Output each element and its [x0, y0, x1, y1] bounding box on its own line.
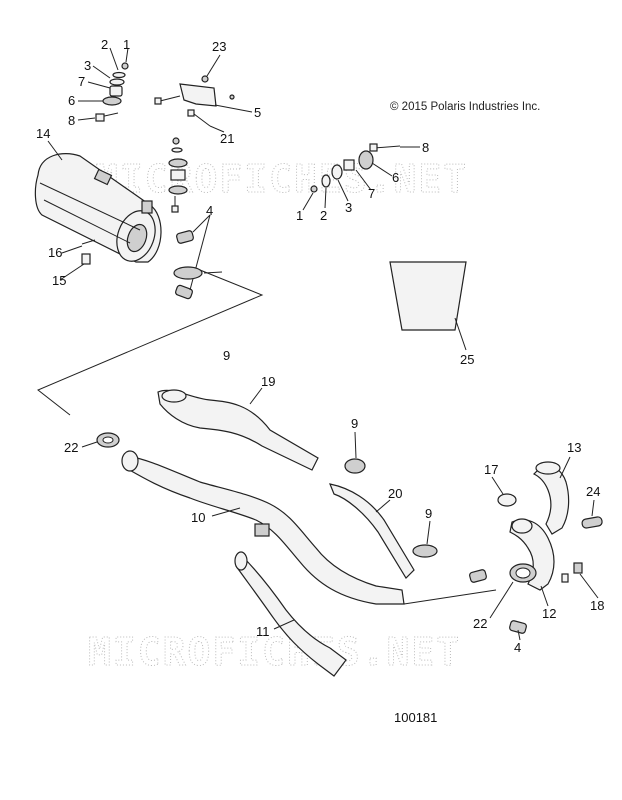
mount-hardware-right — [310, 143, 401, 193]
callout-15: 15 — [52, 273, 66, 288]
clip-16-bolt-15 — [81, 239, 96, 265]
plug-24 — [581, 516, 603, 529]
callout-7-right: 7 — [368, 186, 375, 201]
pipe-11 — [235, 555, 347, 677]
heat-shield-20 — [329, 483, 415, 579]
callout-7-top: 7 — [78, 74, 85, 89]
callout-11: 11 — [256, 624, 270, 639]
isolator-stack-left — [168, 137, 188, 213]
spring-4-top — [175, 230, 194, 300]
heat-shield-19 — [157, 389, 319, 471]
pipe-10-bracket — [254, 523, 270, 537]
callout-22-right: 22 — [473, 616, 487, 631]
gasket-17 — [497, 493, 517, 507]
clamp-9-mid — [344, 458, 366, 474]
bracket-assembly — [154, 75, 235, 127]
callout-9-top: 9 — [223, 348, 230, 363]
sensor-18 — [561, 562, 583, 583]
callout-9-mid: 9 — [351, 416, 358, 431]
callout-10: 10 — [191, 510, 205, 525]
callout-25: 25 — [460, 352, 474, 367]
callout-6-top: 6 — [68, 93, 75, 108]
callout-22-left: 22 — [64, 440, 78, 455]
section-boundary-line — [37, 269, 264, 416]
callout-3-top: 3 — [84, 58, 91, 73]
watermark-top: MICROFICHES.NET — [95, 157, 468, 201]
callout-1-right: 1 — [296, 208, 303, 223]
callout-23: 23 — [212, 39, 226, 54]
figure-id: 100181 — [394, 710, 437, 725]
callout-3-right: 3 — [345, 200, 352, 215]
callout-17: 17 — [484, 462, 498, 477]
callout-4-top: 4 — [206, 203, 213, 218]
callout-labels: 2 1 3 7 6 8 23 5 21 14 4 16 15 8 6 7 3 2… — [36, 37, 604, 655]
copyright-text: © 2015 Polaris Industries Inc. — [390, 101, 540, 113]
callout-2-top: 2 — [101, 37, 108, 52]
callout-9-right: 9 — [425, 506, 432, 521]
callout-2-right: 2 — [320, 208, 327, 223]
callout-20: 20 — [388, 486, 402, 501]
label-25-shape — [389, 261, 467, 331]
spring-4-lower-a — [469, 569, 487, 583]
callout-8-top: 8 — [68, 113, 75, 128]
watermark-bottom: MICROFICHES.NET — [88, 630, 461, 674]
callout-24: 24 — [586, 484, 600, 499]
callout-4-lower: 4 — [514, 640, 521, 655]
callout-16: 16 — [48, 245, 62, 260]
callout-8-right: 8 — [422, 140, 429, 155]
callout-14: 14 — [36, 126, 50, 141]
clamp-9-right — [412, 544, 438, 558]
header-12 — [509, 519, 555, 591]
callout-18: 18 — [590, 598, 604, 613]
callout-5: 5 — [254, 105, 261, 120]
spring-4-lower-b — [509, 620, 527, 634]
callout-6-right: 6 — [392, 170, 399, 185]
callout-12: 12 — [542, 606, 556, 621]
callout-21: 21 — [220, 131, 234, 146]
callout-1-top: 1 — [123, 37, 130, 52]
callout-13: 13 — [567, 440, 581, 455]
muffler-14 — [34, 153, 162, 263]
clamp-9-top — [173, 266, 203, 280]
callout-19: 19 — [261, 374, 275, 389]
header-13 — [532, 465, 570, 535]
